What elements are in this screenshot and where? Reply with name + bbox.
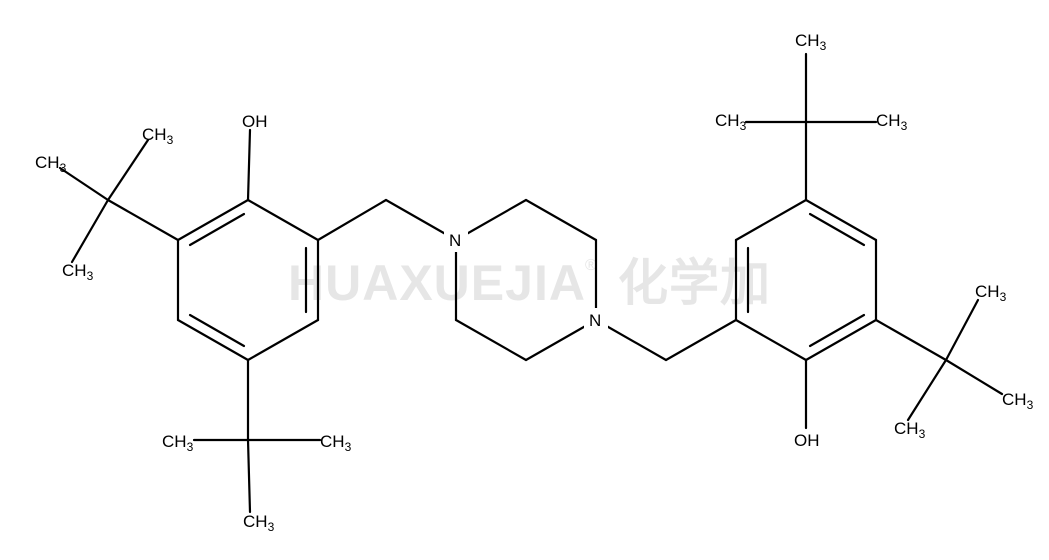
bond <box>454 318 528 362</box>
bond <box>944 358 1004 396</box>
bond <box>58 166 110 202</box>
methyl-label: CH3 <box>62 261 94 283</box>
bond <box>734 198 808 242</box>
watermark-registered-mark: ® <box>585 257 597 274</box>
methyl-label: CH3 <box>795 31 827 53</box>
bond <box>106 198 180 242</box>
bond <box>944 298 980 362</box>
bond <box>664 318 738 362</box>
hydroxyl-label-left: OH <box>242 112 268 131</box>
methyl-label: CH3 <box>715 111 747 133</box>
bond-double-inner <box>808 212 866 247</box>
bond <box>106 138 150 202</box>
bond <box>524 198 598 242</box>
hydroxyl-label-right: OH <box>794 431 820 450</box>
nitrogen-label-left: N <box>449 231 461 250</box>
bond <box>734 318 808 362</box>
methyl-label: CH3 <box>1002 390 1034 412</box>
bond-double-inner <box>808 313 866 348</box>
methyl-label: CH3 <box>975 282 1007 304</box>
bond <box>804 198 878 242</box>
bond-double-inner <box>188 313 246 348</box>
watermark-chinese: 化学加 <box>618 255 771 311</box>
methyl-label: CH3 <box>894 419 926 441</box>
methyl-label: CH3 <box>162 432 194 454</box>
nitrogen-label-right: N <box>589 311 601 330</box>
label-bg <box>444 228 468 252</box>
bond <box>906 358 948 422</box>
atom-label-backgrounds <box>444 228 608 332</box>
bond <box>246 438 252 514</box>
bond-double-inner <box>188 212 246 247</box>
bond <box>176 198 250 242</box>
atom-labels: OH OH N N CH3 CH3 CH3 CH3 CH3 CH3 CH3 CH… <box>35 31 1034 534</box>
bond <box>874 318 948 362</box>
bond <box>316 198 388 242</box>
bond <box>246 198 320 242</box>
methyl-label: CH3 <box>243 512 275 534</box>
methyl-label: CH3 <box>142 125 174 147</box>
watermark-brand: HUAXUEJIA <box>288 255 586 311</box>
methyl-label: CH3 <box>876 111 908 133</box>
label-bg <box>584 308 608 332</box>
methyl-label: CH3 <box>320 432 352 454</box>
bond <box>176 318 250 362</box>
bond <box>804 318 878 362</box>
bond <box>70 198 110 264</box>
methyl-label: CH3 <box>35 153 67 175</box>
bond <box>246 128 252 202</box>
watermark: HUAXUEJIA ® 化学加 <box>288 255 771 311</box>
bond <box>246 318 320 362</box>
